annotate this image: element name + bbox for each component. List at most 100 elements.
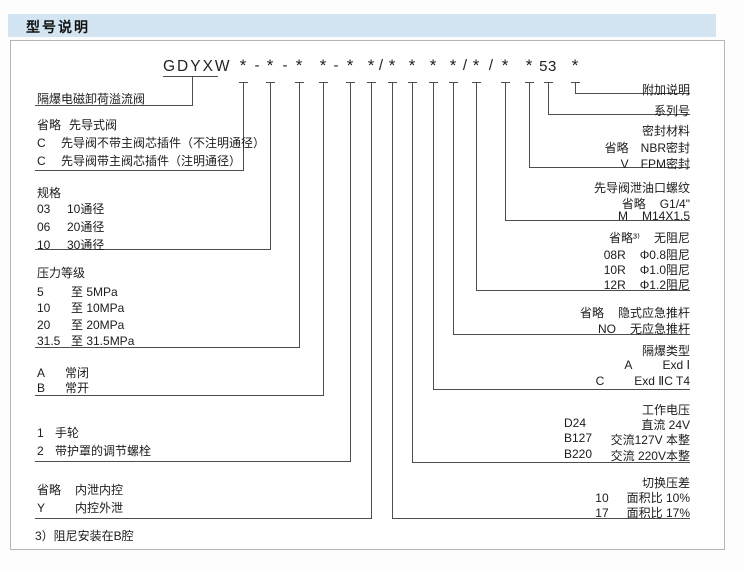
- model-code-token: -: [282, 57, 288, 74]
- underline-state: [35, 395, 324, 396]
- model-code-token: *: [501, 56, 509, 75]
- model-code-token: *: [367, 56, 375, 75]
- connector-pilot-type: [243, 82, 244, 170]
- pushrod-row: 省略 隐式应急推杆: [580, 304, 690, 321]
- thread-row: M M14X1.5: [618, 209, 690, 223]
- connector-series: [548, 82, 549, 114]
- option-text: 常闭: [65, 366, 90, 380]
- model-code-token: *: [429, 56, 437, 75]
- option-text: 10通径: [67, 202, 105, 216]
- option-code: 10: [37, 301, 51, 315]
- model-code-token: *: [472, 56, 480, 75]
- underline-series: [548, 114, 690, 115]
- option-text: 隐式应急推杆: [617, 306, 690, 320]
- connector-exd: [433, 82, 434, 389]
- additional-label: 附加说明: [641, 83, 690, 97]
- connector-thread: [505, 82, 506, 220]
- connector-diff: [392, 82, 393, 518]
- option-code: M: [617, 209, 628, 223]
- diff-row: 17 面积比 17%: [595, 504, 690, 521]
- underline-pressure: [35, 347, 300, 348]
- pilot-type-row: 省略 先导式阀: [37, 116, 117, 133]
- exd-row: A Exd Ⅰ: [624, 358, 690, 372]
- option-text: 先导阀不带主阀芯插件（不注明通径）: [61, 136, 266, 150]
- underline-thread: [505, 220, 690, 221]
- option-text: FPM密封: [640, 157, 690, 171]
- option-code: 省略: [621, 197, 646, 211]
- option-text: 带护罩的调节螺栓: [55, 444, 152, 458]
- option-text: 无阻尼: [653, 231, 690, 245]
- exd-row: C Exd ⅡC T4: [596, 374, 690, 388]
- section-header-band: 型号说明: [8, 14, 716, 37]
- spec-title: 规格: [37, 186, 62, 200]
- label-valve-name: 隔爆电磁卸荷溢流阀: [37, 92, 146, 106]
- underline-valve-name: [35, 105, 193, 106]
- option-code: 省略: [37, 483, 62, 497]
- option-code: 03: [37, 202, 51, 216]
- pushrod-row: NO 无应急推杆: [598, 320, 690, 337]
- model-code-token: *: [266, 56, 274, 75]
- connector-state: [323, 82, 324, 395]
- model-code-token: 53: [539, 58, 557, 75]
- option-code: B: [37, 381, 46, 395]
- option-code: 10R: [603, 263, 626, 277]
- option-text: 面积比 10%: [626, 491, 690, 505]
- option-text: 常开: [65, 381, 90, 395]
- thread-title: 先导阀泄油口螺纹: [593, 181, 690, 195]
- option-text: Φ1.0阻尼: [639, 263, 690, 277]
- option-code: 10: [595, 491, 609, 505]
- option-text: 至 31.5MPa: [71, 334, 135, 348]
- connector-seal: [529, 82, 530, 167]
- option-text: G1/4": [659, 197, 690, 211]
- diff-title: 切换压差: [641, 476, 690, 490]
- model-code-token: *: [295, 56, 303, 75]
- adjust-row: 2 带护罩的调节螺栓: [37, 442, 151, 459]
- underline-seal: [529, 167, 690, 168]
- option-code: 省略: [579, 306, 604, 320]
- spec-row: 06 20通径: [37, 218, 104, 235]
- model-code-token: *: [571, 56, 579, 75]
- adjust-row: 1 手轮: [37, 424, 79, 441]
- option-text: 无应急推杆: [629, 322, 690, 336]
- option-text: 至 20MPa: [71, 318, 125, 332]
- model-code-token: *: [525, 56, 533, 75]
- option-code: 06: [37, 220, 51, 234]
- diff-row: 10 面积比 10%: [595, 489, 690, 506]
- option-text: 30通径: [67, 238, 105, 252]
- option-text: 直流 24V: [641, 418, 690, 432]
- option-text: 交流 220V本整: [610, 449, 690, 463]
- option-code: C: [37, 154, 46, 168]
- state-row: A 常闭: [37, 364, 89, 381]
- option-code: B220: [564, 447, 593, 461]
- underline-pilot-type: [35, 170, 244, 171]
- option-code: A: [624, 358, 633, 372]
- model-code-token: *: [408, 56, 416, 75]
- connector-pushrod: [453, 82, 454, 334]
- connector-voltage: [412, 82, 413, 462]
- option-code: 1: [37, 426, 44, 440]
- damping-row: 12R Φ1.2阻尼: [604, 276, 690, 293]
- underline-diff: [392, 518, 690, 519]
- model-code-token: *: [319, 56, 327, 75]
- state-row: B 常开: [37, 379, 89, 396]
- model-code-token: -: [254, 57, 260, 74]
- pressure-row: 20 至 20MPa: [37, 316, 124, 333]
- spec-row: 03 10通径: [37, 200, 104, 217]
- option-code: 08R: [603, 248, 626, 262]
- option-text: Φ0.8阻尼: [639, 248, 690, 262]
- diagram-frame: [10, 40, 725, 550]
- option-code: 2: [37, 444, 44, 458]
- pilot-type-row: C 先导阀不带主阀芯插件（不注明通径）: [37, 134, 265, 151]
- footnote: 3）阻尼安装在B腔: [35, 529, 134, 543]
- underline-adjust: [35, 461, 351, 462]
- option-text: 交流127V 本整: [610, 433, 690, 447]
- option-code: Y: [37, 501, 46, 515]
- option-code: 12R: [603, 278, 626, 292]
- underline-additional: [575, 93, 690, 94]
- option-code: 省略³⁾: [609, 231, 640, 245]
- model-code-token: -: [333, 57, 339, 74]
- connector-adjust: [350, 82, 351, 461]
- pressure-row: 5 至 5MPa: [37, 283, 118, 300]
- option-text: 内控外泄: [75, 501, 124, 515]
- option-text: Exd ⅡC T4: [634, 374, 690, 388]
